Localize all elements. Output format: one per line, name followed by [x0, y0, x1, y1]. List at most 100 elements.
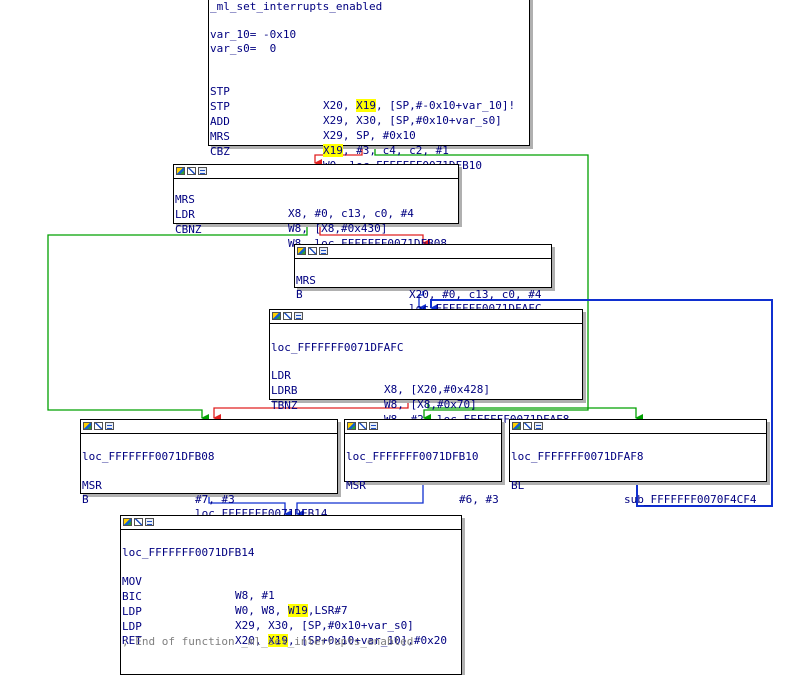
- basic-block-3[interactable]: MRS X20, #0, c13, c0, #4 B loc_FFFFFFF00…: [294, 244, 552, 315]
- instruction-row[interactable]: BIC W0, W8, W19,LSR#7: [121, 576, 348, 617]
- graph-node-color-icon[interactable]: [272, 312, 281, 320]
- mnemonic: MRS: [296, 274, 316, 287]
- operand: X8, #0, c13, c0, #4: [288, 207, 414, 220]
- graph-node-rename-icon[interactable]: [523, 422, 532, 430]
- basic-block-2[interactable]: MRS X8, #0, c13, c0, #4 LDR W8, [X8,#0x4…: [173, 164, 459, 250]
- mnemonic: LDP: [122, 605, 142, 618]
- graph-node-color-icon[interactable]: [512, 422, 521, 430]
- instruction-row[interactable]: MOV W8, #1: [121, 561, 275, 602]
- operand: , [SP+0x10+var_10],#0x20: [288, 634, 447, 647]
- operand: X29, X30, [SP,#0x10+var_s0]: [323, 114, 502, 127]
- block-label[interactable]: loc_FFFFFFF0071DFB08: [82, 450, 215, 463]
- block-header: [270, 310, 582, 324]
- graph-node-rename-icon[interactable]: [358, 422, 367, 430]
- function-entry-block[interactable]: _ml_set_interrupts_enabled var_10= -0x10…: [208, 0, 530, 172]
- instruction-row[interactable]: LDR W8, [X8,#0x430]: [174, 194, 387, 235]
- block-header: [121, 516, 461, 530]
- graph-node-color-icon[interactable]: [297, 247, 306, 255]
- block-label[interactable]: loc_FFFFFFF0071DFB10: [346, 450, 479, 463]
- graph-node-rename-icon[interactable]: [134, 518, 143, 526]
- highlighted-register[interactable]: W19: [287, 604, 308, 617]
- operand: #7, #3: [195, 493, 235, 506]
- edge-block4-to-block7: [427, 400, 643, 422]
- graph-node-color-icon[interactable]: [83, 422, 92, 430]
- graph-node-list-icon[interactable]: [198, 167, 207, 175]
- basic-block-6[interactable]: loc_FFFFFFF0071DFB10 MSR #6, #3: [344, 419, 502, 506]
- graph-node-list-icon[interactable]: [369, 422, 378, 430]
- graph-node-color-icon[interactable]: [347, 422, 356, 430]
- stack-var-s0: var_s0= 0: [210, 42, 277, 55]
- instruction-row[interactable]: LDP X29, X30, [SP,#0x10+var_s0]: [121, 591, 414, 632]
- mnemonic: MSR: [346, 479, 366, 492]
- mnemonic: TBNZ: [271, 399, 298, 412]
- instruction-row[interactable]: LDP X20, X19, [SP+0x10+var_10],#0x20: [121, 606, 447, 647]
- basic-block-4[interactable]: loc_FFFFFFF0071DFAFC LDR X8, [X20,#0x428…: [269, 309, 583, 426]
- mnemonic: LDP: [122, 620, 142, 633]
- graph-node-list-icon[interactable]: [145, 518, 154, 526]
- instruction-row[interactable]: B loc_FFFFFFF0071DFAFC: [295, 274, 541, 315]
- highlighted-register[interactable]: X19: [268, 634, 288, 647]
- edge-block2-to-block3: [319, 224, 430, 247]
- edge-top-to-block6: [374, 146, 589, 422]
- mnemonic: LDR: [175, 208, 195, 221]
- graph-node-rename-icon[interactable]: [94, 422, 103, 430]
- basic-block-5[interactable]: loc_FFFFFFF0071DFB08 MSR #7, #3 B loc_FF…: [80, 419, 338, 520]
- instruction-row[interactable]: B loc_FFFFFFF0071DFB14: [81, 479, 327, 520]
- operand: W0, W8,: [235, 604, 288, 617]
- highlighted-register[interactable]: X19: [356, 99, 376, 112]
- mnemonic: STP: [210, 100, 230, 113]
- instruction-row[interactable]: CBNZ W8, loc_FFFFFFF0071DFB08: [174, 209, 447, 250]
- instruction-row[interactable]: TBNZ W8, #2, loc_FFFFFFF0071DFAF8: [270, 385, 569, 426]
- graph-node-list-icon[interactable]: [319, 247, 328, 255]
- instruction-row[interactable]: LDR X8, [X20,#0x428]: [270, 355, 490, 396]
- instruction-row[interactable]: MSR #7, #3: [81, 465, 235, 506]
- block-header: [174, 165, 458, 179]
- operand: X29, X30, [SP,#0x10+var_s0]: [235, 619, 414, 632]
- block-header: [345, 420, 501, 434]
- edge-block3-to-block4: [418, 288, 426, 312]
- instruction-row[interactable]: STP X20, X19, [SP,#-0x10+var_10]!: [209, 71, 515, 112]
- instruction-row[interactable]: BL sub_FFFFFFF0070F4CF4: [510, 465, 756, 506]
- operand: , [SP,#-0x10+var_10]!: [376, 99, 516, 112]
- block-label[interactable]: loc_FFFFFFF0071DFB14: [122, 546, 255, 559]
- graph-node-list-icon[interactable]: [294, 312, 303, 320]
- mnemonic: BL: [511, 479, 525, 492]
- graph-node-color-icon[interactable]: [123, 518, 132, 526]
- mnemonic: B: [82, 493, 89, 506]
- highlighted-register[interactable]: X19: [323, 144, 343, 157]
- block-header: [510, 420, 766, 434]
- instruction-row[interactable]: MRS X20, #0, c13, c0, #4: [295, 260, 541, 301]
- edge-block4-to-block5: [213, 400, 409, 422]
- operand: ,LSR#7: [307, 604, 348, 617]
- instruction-row[interactable]: MRS X8, #0, c13, c0, #4: [174, 179, 414, 220]
- instruction-row[interactable]: RET: [121, 620, 148, 647]
- edge-block6-to-block8: [296, 482, 424, 518]
- mnemonic: ADD: [210, 115, 230, 128]
- graph-node-rename-icon[interactable]: [308, 247, 317, 255]
- mnemonic: BIC: [122, 590, 142, 603]
- block-label[interactable]: loc_FFFFFFF0071DFAF8: [511, 450, 644, 463]
- instruction-row[interactable]: ADD X29, SP, #0x10: [209, 101, 416, 142]
- instruction-row[interactable]: LDRB W8, [X8,#0x70]: [270, 370, 477, 411]
- graph-node-color-icon[interactable]: [176, 167, 185, 175]
- function-exit-block[interactable]: loc_FFFFFFF0071DFB14 MOV W8, #1 BIC W0, …: [120, 515, 462, 675]
- edge-block2-to-block5: [47, 224, 308, 422]
- stack-var-10: var_10= -0x10: [210, 28, 297, 41]
- graph-node-list-icon[interactable]: [534, 422, 543, 430]
- mnemonic: MOV: [122, 575, 142, 588]
- instruction-row[interactable]: STP X29, X30, [SP,#0x10+var_s0]: [209, 86, 502, 127]
- instruction-row[interactable]: MRS X19, #3, c4, c2, #1: [209, 116, 449, 157]
- function-name[interactable]: _ml_set_interrupts_enabled: [210, 0, 383, 13]
- graph-node-rename-icon[interactable]: [283, 312, 292, 320]
- graph-node-list-icon[interactable]: [105, 422, 114, 430]
- instruction-row[interactable]: CBZ W0, loc_FFFFFFF0071DFB10: [209, 131, 482, 172]
- basic-block-7[interactable]: loc_FFFFFFF0071DFAF8 BL sub_FFFFFFF0070F…: [509, 419, 767, 506]
- end-of-function-comment: ; End of function _ml_set_interrupts_ena…: [122, 635, 414, 648]
- instruction-row[interactable]: MSR #6, #3: [345, 465, 499, 506]
- block-label[interactable]: loc_FFFFFFF0071DFAFC: [271, 341, 404, 354]
- operand: X20,: [323, 99, 357, 112]
- graph-node-rename-icon[interactable]: [187, 167, 196, 175]
- operand: W8, #1: [235, 589, 275, 602]
- mnemonic: RET: [122, 634, 142, 647]
